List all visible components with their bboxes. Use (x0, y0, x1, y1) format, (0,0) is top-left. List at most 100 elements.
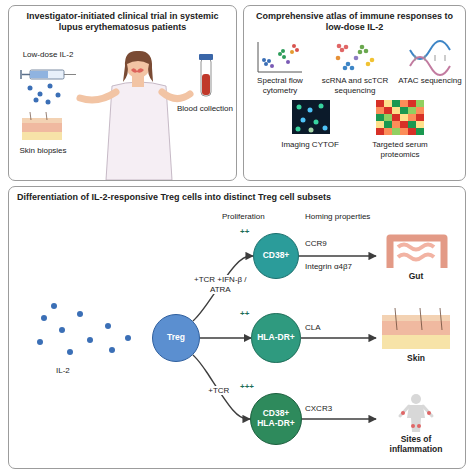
il2-dots (28, 84, 61, 105)
cd38-cell: CD38+ (253, 233, 299, 279)
method-label: scRNA and scTCR sequencing (320, 76, 390, 95)
proteomics-heatmap (416, 107, 424, 114)
panel-heading: Differentiation of IL-2-responsive Treg … (9, 187, 465, 203)
imaging-cytof-image (297, 105, 302, 110)
proteomics-heatmap (384, 121, 392, 128)
single-cell-map (343, 66, 348, 71)
proteomics-heatmap (400, 107, 408, 114)
inflammation-target: Sites of inflammation (376, 394, 456, 454)
proteomics-heatmap (400, 114, 408, 121)
patient-figure (106, 82, 172, 180)
receptor-label: Integrin α4β7 (305, 262, 371, 272)
flow-cytometry-plot (295, 48, 299, 52)
dna-helix (410, 57, 450, 75)
dna-helix (435, 55, 436, 61)
imaging-cytof-image (296, 127, 301, 132)
imaging-cytof-image (319, 104, 324, 109)
dna-helix (410, 41, 450, 59)
il2-dots (67, 349, 73, 355)
blood-tube (202, 74, 210, 95)
cell-label: HLA-DR+ (257, 419, 295, 429)
il2-dots (34, 98, 39, 103)
proteomics-heatmap (392, 121, 400, 128)
il2-dots (51, 303, 57, 309)
receptor-label: CLA (305, 323, 345, 333)
skin-illustration (420, 308, 422, 330)
proteomics-heatmap (376, 114, 384, 121)
imaging-cytof-image (301, 118, 306, 123)
skin-illustration (382, 321, 450, 335)
double-positive-cell: CD38+HLA-DR+ (250, 393, 302, 445)
sample-label: Blood collection (176, 104, 234, 114)
il2-dots (46, 100, 51, 105)
proteomics-heatmap (376, 100, 424, 135)
blood-tube (199, 54, 213, 96)
single-cell-map (354, 56, 359, 61)
imaging-cytof-image (314, 120, 319, 125)
proteomics-heatmap (400, 100, 408, 107)
single-cell-map (370, 58, 375, 63)
proteomics-heatmap (408, 100, 416, 107)
proteomics-heatmap (408, 107, 416, 114)
proteomics-heatmap (384, 128, 392, 135)
method-label: Spectral flow cytometry (245, 76, 315, 95)
target-label: Skin (376, 353, 456, 363)
proteomics-heatmap (416, 100, 424, 107)
patient-figure (80, 51, 190, 180)
flow-cytometry-plot (270, 64, 274, 68)
syringe (20, 70, 22, 79)
syringe (30, 70, 64, 79)
proteomics-heatmap (392, 114, 400, 121)
panel-heading: Investigator-initiated clinical trial in… (9, 6, 236, 33)
body-figure (400, 394, 432, 432)
flow-cytometry-plot (262, 58, 266, 62)
proteomics-heatmap (376, 100, 384, 107)
skin-target: Skin (376, 313, 456, 363)
proteomics-heatmap (416, 114, 424, 121)
proteomics-heatmap (384, 100, 392, 107)
skin-biopsy-icon (30, 112, 31, 120)
target-label: Sites of inflammation (376, 434, 456, 454)
il2-dots (37, 339, 43, 345)
cell-label: CD38+ (263, 409, 290, 419)
il2-dots (37, 303, 131, 355)
body-figure (427, 411, 431, 415)
skin-illustration (395, 308, 397, 330)
method-label: Imaging CYTOF (265, 140, 355, 150)
syringe (30, 71, 48, 78)
hladr-cell: HLA-DR+ (251, 313, 301, 363)
skin-illustration (382, 315, 450, 321)
skin-biopsy-icon (22, 132, 62, 140)
syringe (21, 70, 76, 79)
skin-illustration (382, 335, 450, 349)
imaging-cytof-image (292, 100, 330, 134)
single-cell-map (358, 50, 363, 55)
method-label: Targeted serum proteomics (355, 140, 445, 159)
body-figure (400, 406, 432, 416)
method-label: ATAC sequencing (396, 76, 464, 86)
proteomics-heatmap (416, 128, 424, 135)
single-cell-map (346, 62, 351, 67)
cell-label: HLA-DR+ (257, 333, 295, 343)
process-label: Proliferation (222, 212, 282, 222)
il2-dots (56, 93, 61, 98)
skin-illustration (382, 308, 450, 349)
syringe (22, 74, 30, 76)
imaging-cytof-image (309, 128, 314, 133)
dna-helix (410, 41, 450, 75)
imaging-cytof-image (323, 126, 328, 131)
proteomics-heatmap (392, 128, 400, 135)
condition-label: +TCR (207, 386, 230, 396)
differentiation-arrow (301, 337, 376, 338)
skin-biopsy-icon (22, 112, 62, 140)
differentiation-panel: Differentiation of IL-2-responsive Treg … (8, 186, 466, 469)
proliferation-mark: ++ (240, 227, 262, 237)
flow-cytometry-plot (278, 52, 282, 56)
differentiation-arrow (302, 418, 376, 419)
single-cell-map (350, 66, 355, 71)
cell-label: CD38+ (263, 251, 290, 261)
flow-cytometry-plot (258, 42, 302, 72)
process-label: Homing properties (305, 212, 377, 222)
